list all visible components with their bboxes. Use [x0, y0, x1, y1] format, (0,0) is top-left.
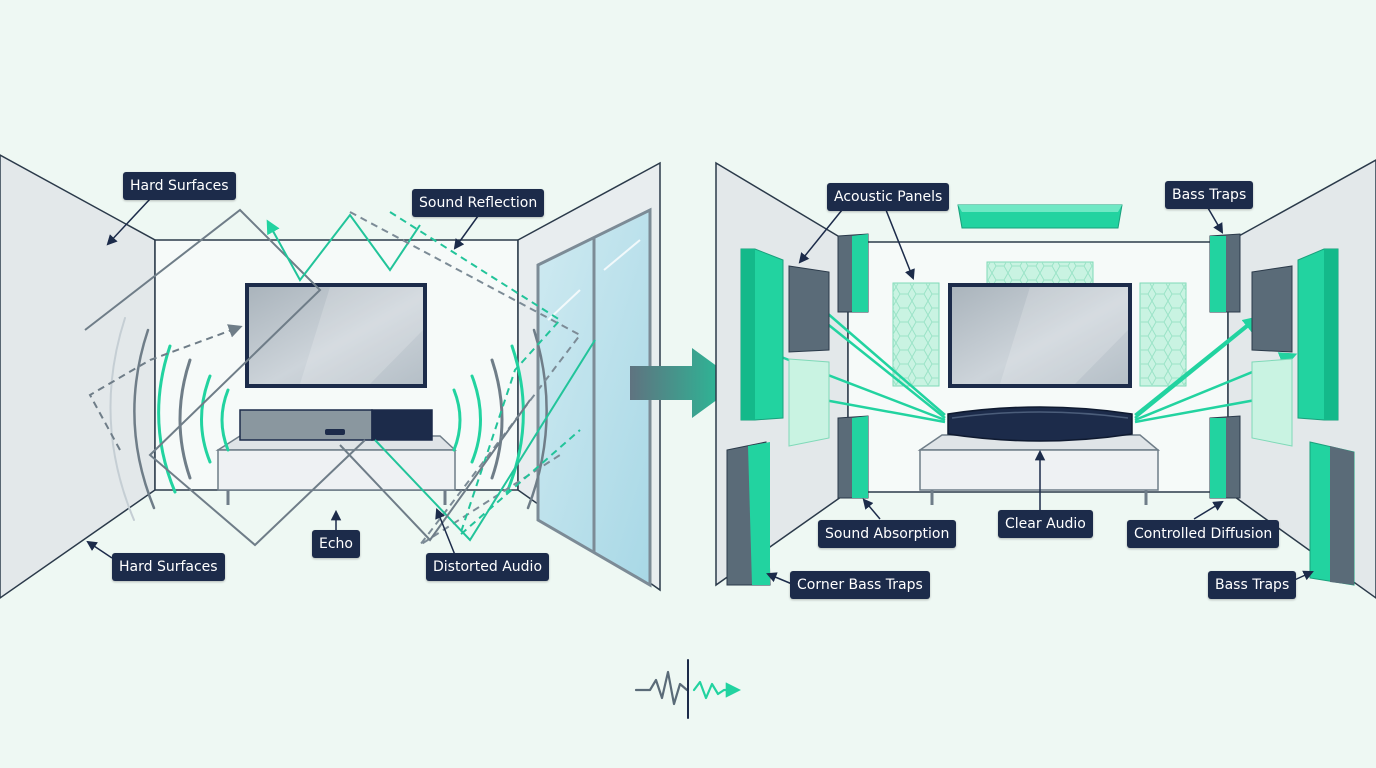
label-distorted-audio: Distorted Audio: [426, 553, 550, 581]
media-cabinet: [217, 449, 456, 491]
sound-waves-left: [109, 317, 548, 521]
soundbar-box: [239, 409, 373, 441]
left-wall-hard-surface: [0, 154, 156, 599]
right-arrow-icon: [630, 348, 740, 418]
waveform-icon: [634, 659, 742, 719]
soundbar-curved: [947, 406, 1133, 442]
label-bass-traps-bottom: Bass Traps: [1208, 571, 1297, 599]
label-sound-absorption: Sound Absorption: [818, 520, 957, 548]
label-echo: Echo: [312, 530, 360, 558]
left-wall-panels: [726, 233, 869, 586]
untreated-room: [0, 154, 661, 599]
label-sound-reflection: Sound Reflection: [412, 189, 545, 217]
reflection-paths: [84, 208, 596, 547]
label-clear-audio: Clear Audio: [998, 510, 1093, 538]
media-cabinet-treated: [919, 449, 1159, 491]
label-controlled-diffusion: Controlled Diffusion: [1127, 520, 1280, 548]
right-wall-panels: [1209, 233, 1355, 586]
treated-room: [715, 159, 1376, 599]
label-hard-surfaces-bottom: Hard Surfaces: [112, 553, 225, 581]
label-corner-bass-traps: Corner Bass Traps: [790, 571, 930, 599]
tv-screen: [249, 287, 423, 384]
leader-lines: [86, 198, 1314, 585]
label-acoustic-panels: Acoustic Panels: [827, 183, 950, 211]
label-hard-surfaces-top: Hard Surfaces: [123, 172, 236, 200]
label-bass-traps-top: Bass Traps: [1165, 181, 1254, 209]
